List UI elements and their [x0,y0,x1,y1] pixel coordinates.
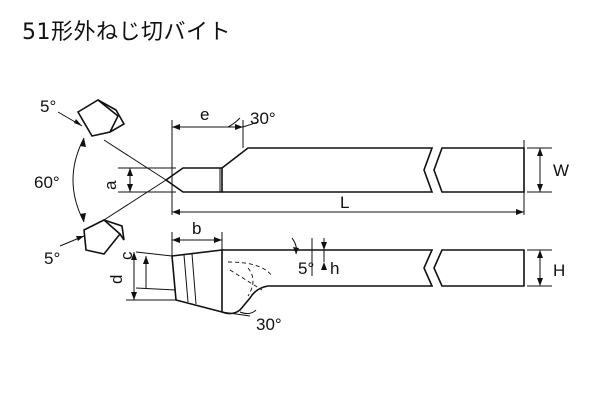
label-H: H [553,261,565,280]
side-insert-block [171,249,223,314]
top-shank-end [433,147,525,193]
side-shank-end [433,249,525,287]
page-title: 51形外ねじ切バイト [22,20,231,45]
top-view [72,117,552,223]
label-angle-side: 5° [298,259,314,278]
label-angle-bottom: 30° [256,315,282,334]
side-view [126,232,552,317]
insert-sketch-bottom [59,219,125,255]
label-b: b [192,219,201,238]
label-h: h [330,259,339,278]
label-angle-left-bottom: 5° [44,249,60,268]
label-a: a [101,180,120,190]
label-c: c [117,251,136,260]
label-angle-60: 60° [34,173,60,192]
top-shank-outline [221,147,434,193]
side-shank-outline [221,249,434,315]
label-angle-top: 30° [250,109,276,128]
label-e: e [200,105,209,124]
insert-sketch-top [57,99,126,137]
label-L: L [340,193,349,212]
label-W: W [553,161,569,180]
top-cutting-tip [164,167,222,193]
label-angle-left-top: 5° [40,97,56,116]
label-d: d [107,275,126,284]
